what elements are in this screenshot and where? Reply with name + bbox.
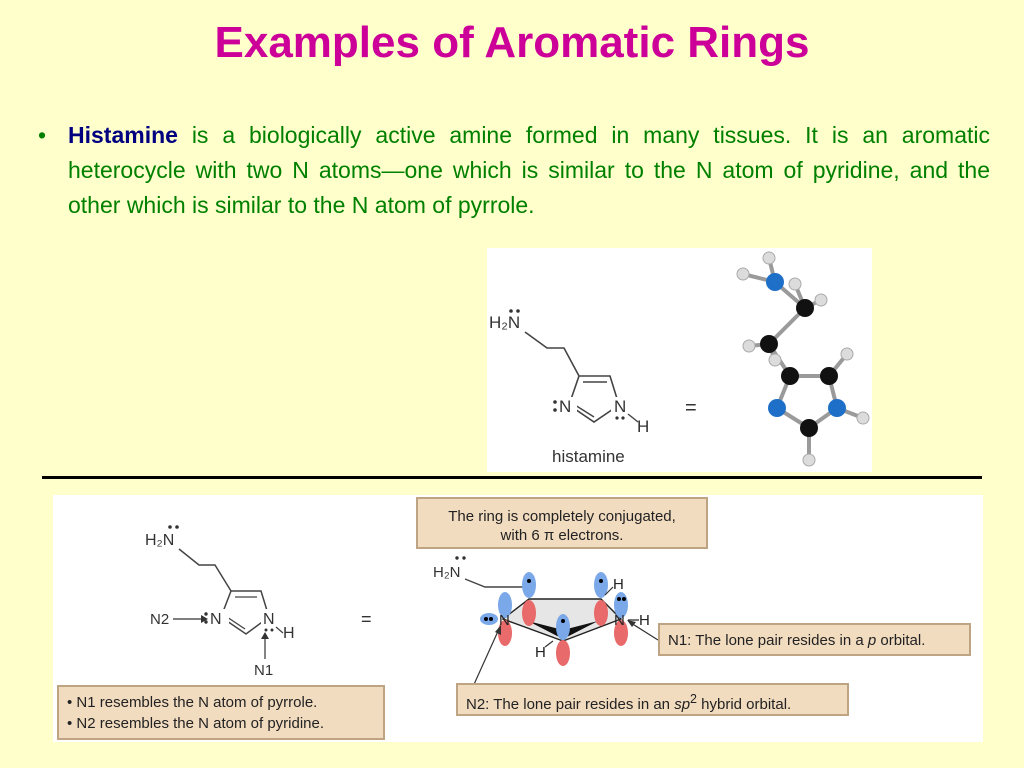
- ring-hydrogen: H: [637, 417, 649, 436]
- orbital-amine-label: H₂N: [433, 564, 461, 581]
- bullet-item: • Histamine is a biologically active ami…: [38, 118, 990, 223]
- ring-nitrogen-left: N: [210, 611, 222, 628]
- lone-pair-dot: [516, 309, 520, 313]
- orbital-nitrogen-left: N: [499, 612, 510, 629]
- label-mask: [611, 397, 631, 415]
- note-n2: • N2 resembles the N atom of pyridine.: [67, 715, 325, 732]
- ring-double-bond: [226, 616, 246, 630]
- lone-pair-dot: [509, 309, 513, 313]
- side-chain-bond: [524, 331, 580, 377]
- callout-n1-orbital: p: [867, 632, 877, 649]
- equals-sign: =: [685, 397, 697, 419]
- label-mask: [555, 397, 577, 415]
- lone-pair-dot: [204, 620, 208, 624]
- bullet-text: Histamine is a biologically active amine…: [68, 118, 990, 223]
- lone-pair-dot: [264, 628, 268, 632]
- equals-sign: =: [361, 609, 372, 629]
- orbital-nitrogen-right: N: [614, 612, 625, 629]
- nh-bond: [275, 626, 284, 634]
- callout-notes: • N1 resembles the N atom of pyrrole. • …: [57, 685, 385, 740]
- bullet-dot-icon: •: [38, 122, 47, 148]
- lone-pair-dot: [204, 612, 208, 616]
- label-mask: [205, 609, 229, 627]
- histamine-structure-diagram: H₂N N N H = histamine: [489, 251, 870, 467]
- callout-n1-end: orbital.: [876, 632, 926, 649]
- side-chain-bond: [178, 548, 232, 592]
- lone-pair-dot: [553, 408, 557, 412]
- lone-pair-dot: [168, 525, 172, 529]
- electron-dot: [484, 617, 488, 621]
- ring-nitrogen-left: N: [559, 397, 571, 416]
- electron-dot: [617, 597, 621, 601]
- n2-callout-pointer: [470, 628, 500, 692]
- bullet-description: is a biologically active amine formed in…: [68, 122, 990, 218]
- lone-pair-dot: [175, 525, 179, 529]
- ch-bond: [544, 640, 554, 648]
- hydrogen-atoms: [736, 251, 870, 467]
- arrow-head-icon: [627, 620, 636, 627]
- callout-n1-text: N1: The lone pair resides in a: [668, 632, 868, 649]
- nitrogen-atoms: [766, 273, 846, 417]
- nh-bond: [627, 413, 639, 423]
- callout-n2-text: N2: The lone pair resides in an: [466, 696, 675, 713]
- section-divider: [42, 476, 982, 479]
- slide-title: Examples of Aromatic Rings: [214, 18, 810, 67]
- arrow-head-icon: [201, 615, 208, 623]
- ch-bond: [604, 586, 614, 596]
- n2-label: N2: [150, 611, 169, 628]
- histamine-caption: histamine: [552, 447, 625, 466]
- note-n1: • N1 resembles the N atom of pyrrole.: [67, 694, 318, 711]
- orbital-diagram: H₂N N N H N2 N1 = H₂N: [145, 525, 659, 692]
- electron-dot: [622, 597, 626, 601]
- callout-conjugation-line2: with 6 π electrons.: [500, 527, 624, 544]
- callout-conjugation: The ring is completely conjugated, with …: [416, 497, 708, 549]
- lone-pair-dot: [462, 556, 466, 560]
- amine-label: H₂N: [489, 313, 520, 332]
- bullet-term: Histamine: [68, 122, 178, 148]
- callout-n2-orbital: sp: [674, 696, 691, 713]
- electron-dot: [561, 619, 565, 623]
- callout-n1: N1: The lone pair resides in a p orbital…: [658, 623, 971, 656]
- orbital-hydrogen-top: H: [613, 576, 624, 593]
- lone-pair-dot: [615, 416, 619, 420]
- ring-hydrogen: H: [283, 625, 295, 642]
- arrow-head-icon: [495, 625, 501, 635]
- amine-label: H₂N: [145, 532, 174, 549]
- callout-n2-superscript: 2: [690, 692, 697, 706]
- ring-nitrogen-right: N: [614, 397, 626, 416]
- electron-dot: [489, 617, 493, 621]
- carbon-atoms: [760, 299, 838, 437]
- orbital-hydrogen-bottom: H: [535, 644, 546, 661]
- electron-dot: [527, 579, 531, 583]
- lone-pair-dot: [270, 628, 274, 632]
- callout-n2: N2: The lone pair resides in an sp2 hybr…: [456, 683, 849, 716]
- lone-pair-dot: [553, 400, 557, 404]
- ring-nitrogen-right: N: [263, 611, 275, 628]
- label-mask: [261, 609, 279, 627]
- electron-dot: [599, 579, 603, 583]
- n1-label: N1: [254, 662, 273, 679]
- callout-n2-end: hybrid orbital.: [696, 696, 792, 713]
- callout-conjugation-line1: The ring is completely conjugated,: [448, 508, 676, 525]
- lone-pair-dot: [621, 416, 625, 420]
- side-chain-bond: [464, 578, 529, 588]
- orbital-hydrogen-right: H: [639, 612, 650, 629]
- arrow-head-icon: [261, 632, 269, 639]
- ring-double-bond: [574, 404, 595, 418]
- histamine-figure: H₂N N N H = histamine: [487, 248, 872, 472]
- lone-pair-dot: [455, 556, 459, 560]
- orbital-figure: H₂N N N H N2 N1 = H₂N: [53, 495, 983, 742]
- n1-callout-pointer: [630, 622, 659, 641]
